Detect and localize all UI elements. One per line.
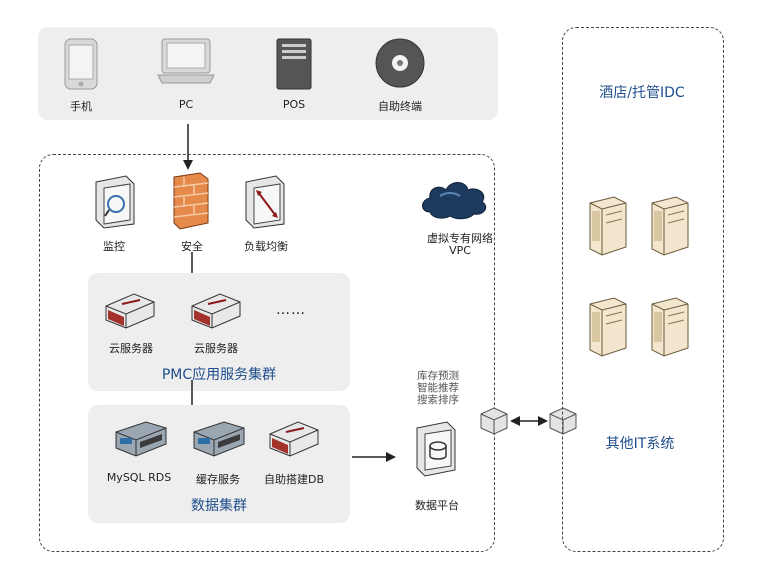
idc-server-icon [651,196,689,256]
arrow-pc-to-vpc [183,124,193,170]
vpc-label: 虚拟专有网络 VPC [427,232,493,257]
kiosk-icon [375,38,425,88]
cloud-server-label-2: 云服务器 [194,342,238,355]
self-db-label: 自助搭建DB [263,473,325,486]
cloud-server-label-1: 云服务器 [109,342,153,355]
phone-icon [64,38,98,90]
data-platform-icon [416,421,456,477]
pc-icon [157,38,215,84]
phone-label: 手机 [70,100,92,113]
data-platform-features: 库存预测 智能推荐 搜索排序 [398,370,478,406]
cache-label: 缓存服务 [196,473,240,486]
pmc-cluster-title: PMC应用服务集群 [161,367,277,383]
mysql-label: MySQL RDS [106,471,172,484]
feature-inventory-forecast: 库存预测 [417,370,459,382]
more-servers-ellipsis: …… [276,302,306,318]
cache-server-icon [193,421,245,457]
idc-title: 酒店/托管IDC [599,85,685,101]
idc-server-icon [589,196,627,256]
pos-label: POS [282,98,306,111]
data-cluster-title: 数据集群 [191,498,247,514]
monitor-label: 监控 [103,240,125,253]
firewall-icon [173,172,209,230]
kiosk-label: 自助终端 [378,100,422,113]
pos-icon [276,38,312,90]
idc-container [562,27,724,552]
pc-label: PC [178,98,194,111]
idc-gateway-cube-icon [549,407,577,435]
monitor-icon [95,175,135,229]
idc-server-icon [589,297,627,357]
database-server-icon [115,421,167,457]
load-balance-label: 负载均衡 [244,240,288,253]
vpc-gateway-cube-icon [480,407,508,435]
arrow-data-to-platform [352,452,396,462]
security-label: 安全 [181,240,203,253]
vpc-cloud-icon [422,182,487,220]
self-db-server-icon [269,421,319,457]
devices-panel [38,27,498,120]
load-balancer-icon [245,175,285,229]
connection-arrow-icon [510,416,548,426]
cloud-server-icon [191,293,241,329]
vpc-container [39,154,495,552]
pmc-cluster-panel [88,273,350,391]
feature-search-ranking: 搜索排序 [417,394,459,406]
feature-smart-recommend: 智能推荐 [417,382,459,394]
idc-server-icon [651,297,689,357]
data-platform-label: 数据平台 [415,499,459,512]
other-it-systems-label: 其他IT系统 [605,436,675,452]
cloud-server-icon [105,293,155,329]
